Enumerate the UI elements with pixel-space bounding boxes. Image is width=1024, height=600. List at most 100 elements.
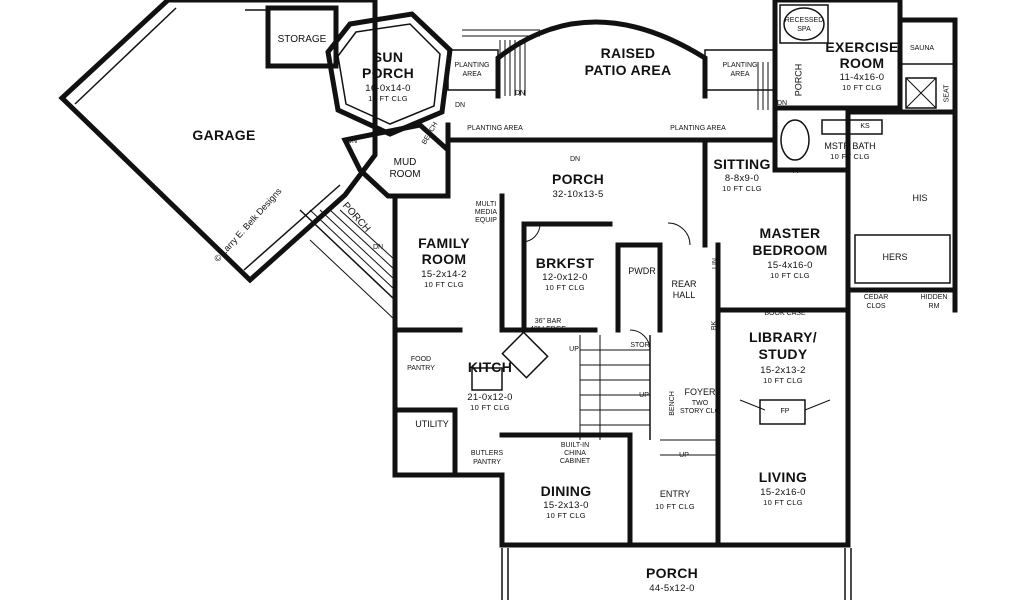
hidden-room-label-2: RM	[928, 303, 940, 310]
storage-label: STORAGE	[277, 34, 327, 45]
food-pantry-label-1: FOOD	[410, 356, 432, 363]
dining-ceiling: 10 FT CLG	[546, 511, 586, 520]
multi-media-label-3: EQUIP	[475, 217, 497, 224]
seat-label: SEAT	[943, 84, 951, 103]
up-label-2: UP	[639, 392, 649, 399]
rear-porch-dims: 32-10x13-5	[552, 189, 604, 200]
planting-area-label-2b: AREA	[730, 71, 750, 78]
front-porch-outline	[501, 548, 852, 600]
front-porch-label: PORCH	[645, 565, 699, 581]
master-bedroom-ceiling: 10 FT CLG	[770, 271, 810, 280]
sauna-label: SAUNA	[909, 45, 935, 52]
sun-porch-label-line2: PORCH	[361, 65, 415, 81]
library-label-line1: LIBRARY/	[749, 329, 817, 345]
master-bath-label: MSTR BATH	[824, 141, 876, 151]
raised-patio-label-line1: RAISED	[600, 45, 656, 61]
food-pantry-label-2: PANTRY	[407, 365, 435, 372]
foyer-label-3: STORY CLG	[679, 408, 721, 415]
planting-area-label-4: PLANTING AREA	[670, 125, 726, 132]
rear-porch-label: PORCH	[551, 171, 605, 187]
storage-outline	[245, 5, 339, 69]
planting-area-label-3: PLANTING AREA	[467, 125, 523, 132]
sun-porch-ceiling: 13 FT CLG	[368, 94, 408, 103]
book-case-label: BOOK CASE	[764, 310, 806, 317]
mud-room-label-line1: MUD	[393, 157, 417, 168]
library-ceiling: 10 FT CLG	[763, 376, 803, 385]
up-label-1: UP	[569, 346, 579, 353]
stor-label: STOR	[630, 342, 650, 349]
bar-ledge-label-2: 42" LEDGE	[530, 326, 566, 333]
kitch-dims: 21-0x12-0	[467, 392, 513, 403]
sitting-dims: 8-8x9-0	[724, 173, 760, 184]
built-in-label-1: BUILT-IN	[560, 442, 590, 449]
rear-hall-label-1: REAR	[671, 279, 697, 289]
sitting-label: SITTING	[713, 156, 771, 172]
recessed-spa-label-2: SPA	[797, 26, 811, 33]
bench-label-2: BENCH	[668, 391, 676, 416]
kitch-label: KITCH	[467, 359, 513, 375]
library-label-line2: STUDY	[758, 346, 808, 362]
mud-room-label-line2: ROOM	[389, 169, 421, 180]
dining-dims: 15-2x13-0	[543, 500, 589, 511]
bookshelf-label: BK	[711, 320, 719, 331]
exercise-room-ceiling: 10 FT CLG	[842, 83, 882, 92]
exercise-room-label-line2: ROOM	[839, 55, 885, 71]
linen-label: LIN	[711, 258, 719, 269]
hers-closet-label: HERS	[882, 252, 908, 262]
family-room-label-line1: FAMILY	[418, 235, 470, 251]
living-dims: 15-2x16-0	[760, 487, 806, 498]
raised-patio-label-line2: PATIO AREA	[584, 62, 672, 78]
master-bath-ceiling: 10 FT CLG	[830, 152, 870, 161]
multi-media-label-2: MEDIA	[474, 209, 498, 216]
sun-porch-outline	[325, 11, 453, 137]
cedar-closet-label-1: CEDAR	[863, 294, 889, 301]
his-closet-label: HIS	[912, 193, 928, 203]
butlers-pantry-label-1: BUTLERS	[470, 450, 504, 457]
porch-side-label: PORCH	[793, 63, 804, 97]
library-dims: 15-2x13-2	[760, 365, 806, 376]
planting-area-label-2a: PLANTING	[722, 62, 758, 69]
master-bedroom-label-line1: MASTER	[759, 225, 821, 241]
entry-label: ENTRY	[659, 489, 691, 499]
ks-label: KS	[860, 123, 870, 130]
fp-label-library: FP	[780, 408, 790, 415]
family-room-label-line2: ROOM	[421, 251, 467, 267]
brkfst-dims: 12-0x12-0	[542, 272, 588, 283]
living-label: LIVING	[758, 469, 808, 485]
planting-area-label-1a: PLANTING	[454, 62, 490, 69]
fp-label-sitting: FP	[792, 168, 802, 175]
interior-walls	[392, 119, 883, 548]
garage-label: GARAGE	[192, 127, 256, 143]
garage-outline	[58, 0, 378, 284]
butlers-pantry-label-2: PANTRY	[473, 459, 501, 466]
multi-media-label-1: MULTI	[475, 201, 497, 208]
built-in-label-2: CHINA	[564, 450, 586, 457]
dn-label-2: DN	[346, 138, 358, 145]
built-in-label-3: CABINET	[559, 458, 591, 465]
brkfst-label: BRKFST	[535, 255, 595, 271]
dn-label-6: DN	[776, 100, 788, 107]
foyer-label: FOYER	[684, 387, 716, 397]
sun-porch-label-line1: SUN	[372, 49, 404, 65]
sitting-ceiling: 10 FT CLG	[722, 184, 762, 193]
planting-area-label-1b: AREA	[462, 71, 482, 78]
dn-label-5: DN	[569, 156, 581, 163]
foyer-label-2: TWO	[691, 400, 709, 407]
dn-label-3: DN	[454, 102, 466, 109]
sun-porch-dims: 16-0x14-0	[365, 83, 411, 94]
recessed-spa-label-1: RECESSED	[784, 17, 824, 24]
dn-label-1: DN	[372, 244, 384, 251]
bar-ledge-label-1: 36" BAR	[534, 318, 562, 325]
living-ceiling: 10 FT CLG	[763, 498, 803, 507]
kitch-ceiling: 10 FT CLG	[470, 403, 510, 412]
up-label-3: UP	[679, 452, 689, 459]
exercise-room-dims: 11-4x16-0	[839, 72, 885, 83]
rear-hall-label-2: HALL	[672, 290, 696, 300]
utility-label: UTILITY	[415, 419, 449, 429]
master-bedroom-dims: 15-4x16-0	[767, 260, 813, 271]
master-bedroom-label-line2: BEDROOM	[752, 242, 828, 258]
house-outline	[392, 105, 958, 548]
cedar-closet-label-2: CLOS	[866, 303, 886, 310]
family-room-ceiling: 10 FT CLG	[424, 280, 464, 289]
